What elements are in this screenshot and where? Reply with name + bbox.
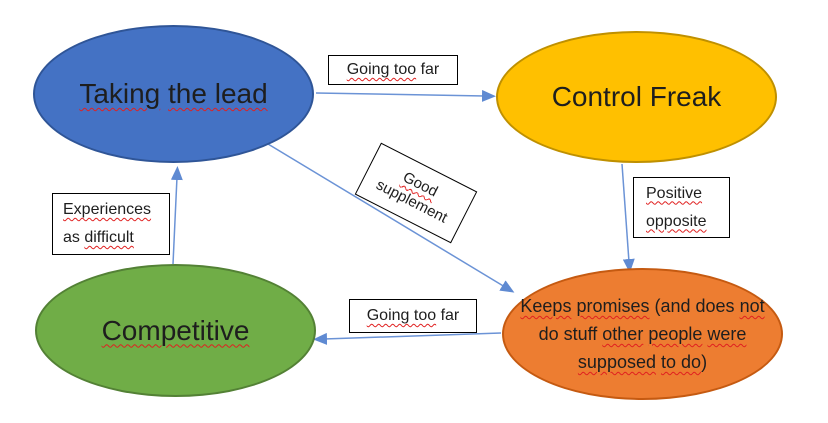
node-taking-the-lead-label: Taking the lead xyxy=(79,78,268,109)
label-positive-opposite-line1: Positive xyxy=(646,184,703,202)
node-competitive-label: Competitive xyxy=(101,314,250,346)
node-keeps-promises-line2: do stuff other people were xyxy=(538,324,747,344)
node-control-freak[interactable]: Control Freak xyxy=(496,31,777,163)
node-competitive[interactable]: Competitive xyxy=(35,264,316,397)
arrow-promises-to-competitive[interactable] xyxy=(313,332,502,345)
label-going-too-far-bottom-text: Going too far xyxy=(366,307,460,324)
arrow-controlfreak-to-promises[interactable] xyxy=(621,163,635,273)
arrow-competitive-to-lead[interactable] xyxy=(170,166,183,265)
node-keeps-promises[interactable]: Keeps promises (and does not do stuff ot… xyxy=(502,268,783,400)
node-keeps-promises-line1: Keeps promises (and does not xyxy=(520,296,765,316)
arrow-lead-to-promises[interactable] xyxy=(267,143,515,293)
label-experiences-line1: Experiences xyxy=(63,201,152,218)
arrow-lead-to-controlfreak[interactable] xyxy=(315,89,496,102)
label-positive-opposite[interactable]: Positive opposite xyxy=(633,177,730,238)
label-experiences-as-difficult[interactable]: Experiences as difficult xyxy=(52,193,170,255)
label-positive-opposite-line2: opposite xyxy=(646,212,707,230)
node-keeps-promises-line3: supposed to do) xyxy=(577,352,708,372)
label-going-too-far-top[interactable]: Going too far xyxy=(328,55,458,85)
label-going-too-far-top-text: Going too far xyxy=(346,61,440,78)
node-control-freak-label: Control Freak xyxy=(551,81,722,112)
label-going-too-far-bottom[interactable]: Going too far xyxy=(349,299,477,333)
label-experiences-line2: as difficult xyxy=(63,229,134,246)
node-taking-the-lead[interactable]: Taking the lead xyxy=(33,25,314,163)
